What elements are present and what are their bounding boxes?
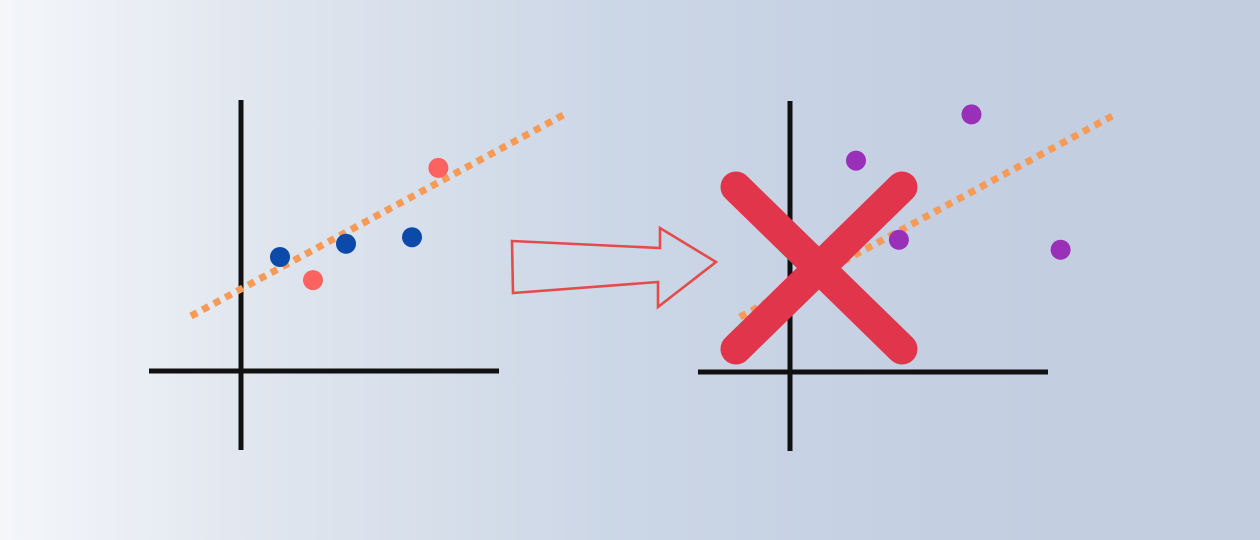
right-point-2 [888,229,909,250]
right-point-1 [846,150,866,171]
left-plot [149,100,569,450]
left-point-1 [270,247,290,267]
left-point-5 [428,157,449,178]
left-fit-line [189,109,569,320]
right-points [846,104,1071,260]
right-point-3 [961,104,982,125]
right-point-4 [1050,239,1071,260]
left-point-2 [303,270,323,291]
right-plot [698,101,1118,451]
left-points [270,157,449,291]
cross-mark-icon [720,171,918,365]
right-arrow-icon [510,225,719,310]
left-point-3 [336,233,356,254]
left-point-4 [402,227,422,248]
